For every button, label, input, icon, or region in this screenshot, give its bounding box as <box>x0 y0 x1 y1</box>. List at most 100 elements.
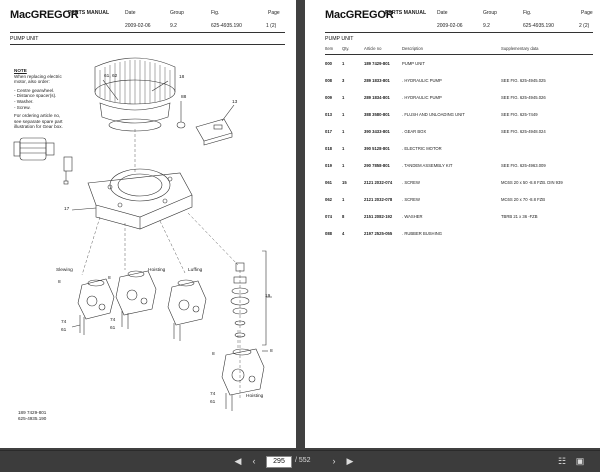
table-header-rule <box>325 54 593 55</box>
quantity: 4 <box>342 231 345 236</box>
callout: 18 <box>179 75 185 80</box>
callout: 8 <box>212 352 215 357</box>
previous-page-button[interactable]: ‹ <box>252 456 256 466</box>
note-line: - Screw. <box>14 104 31 110</box>
zoom-icon[interactable]: ☷ <box>557 456 567 466</box>
description: . ELECTRIC MOTOR <box>402 146 442 151</box>
page-value: 2 (2) <box>579 23 590 29</box>
supplementary-data: MC6S 20 x 50 -8.8 FZB. DIN 939 <box>501 180 563 185</box>
note-line: - Washer. <box>14 98 34 104</box>
callout: 61, 62 <box>104 74 118 79</box>
article-no: 390 3433-801 <box>364 129 390 134</box>
last-page-button[interactable]: ▶︎ <box>346 456 354 466</box>
quantity: 1 <box>342 112 345 117</box>
header-rule <box>10 32 285 33</box>
article-no: 390 5128-801 <box>364 146 390 151</box>
note-line: When replacing electric <box>14 73 62 79</box>
page-number-input[interactable]: 295 <box>266 456 292 468</box>
page-title: PUMP UNIT <box>10 36 39 42</box>
page-value: 1 (2) <box>266 23 277 29</box>
group-label: Group <box>170 10 184 16</box>
note-line: For ordering article no, <box>14 113 61 119</box>
page-label: Page <box>581 10 593 16</box>
article-no: 2121 2032-078 <box>364 197 393 202</box>
callout: 13 <box>232 100 238 105</box>
column-header-qty: Qty. <box>342 46 350 51</box>
page-total: / 552 <box>295 457 311 464</box>
note-line: illustration for Gear box. <box>14 124 63 130</box>
note-line: - Distance spacer(s). <box>14 93 57 99</box>
description: . SCREW <box>402 197 420 202</box>
article-no: 2197 2525-055 <box>364 231 393 236</box>
note-block: NOTE When replacing electric motor, also… <box>14 68 74 130</box>
item-no: 013 <box>325 112 332 117</box>
callout: 61 <box>210 400 216 405</box>
description: . TANDEM ASSEMBLY KIT <box>402 163 453 168</box>
item-no: 062 <box>325 197 332 202</box>
quantity: 1 <box>342 95 345 100</box>
supplementary-data: MC6S 20 x 70 -8.8 FZB <box>501 197 545 202</box>
callout: 8 <box>108 276 111 281</box>
date-label: Date <box>437 10 448 16</box>
fig-label: Fig. <box>523 10 532 16</box>
callout: 8 <box>270 349 273 354</box>
supplementary-data: SEE FIG. 625-4963.009 <box>501 163 546 168</box>
first-page-button[interactable]: ◀︎ <box>234 456 242 466</box>
label-slewing: Slewing <box>56 268 73 273</box>
callout: 8 <box>58 280 61 285</box>
next-page-button[interactable]: › <box>332 456 336 466</box>
right-page: MacGREGOR PARTS MANUAL Date Group Fig. P… <box>305 0 600 448</box>
quantity: 15 <box>342 180 347 185</box>
callout: 88 <box>181 95 187 100</box>
note-heading: NOTE <box>14 68 27 73</box>
header-title: PARTS MANUAL <box>385 10 427 16</box>
description: . GEAR BOX <box>402 129 427 134</box>
item-no: 019 <box>325 163 332 168</box>
callout: 19 <box>265 294 271 299</box>
description: . FLUSH AND UNLOADING UNIT <box>402 112 465 117</box>
fig-value: 625-4935.190 <box>211 23 242 29</box>
callout: 17 <box>64 207 70 212</box>
quantity: 1 <box>342 129 345 134</box>
callout: 74 <box>110 318 116 323</box>
item-no: 018 <box>325 146 332 151</box>
article-no: 189 7429-801 <box>364 61 390 66</box>
callout: 74 <box>61 320 67 325</box>
supplementary-data: SEE FIG. 625-4945.025 <box>501 78 546 83</box>
exploded-view-drawing <box>13 57 272 411</box>
article-no: 388 3580-801 <box>364 112 390 117</box>
fit-page-icon[interactable]: ▣ <box>575 456 585 466</box>
supplementary-data: SEE FIG. 625-4948.024 <box>501 129 546 134</box>
macgregor-logo: MacGREGOR <box>325 9 394 21</box>
page-title: PUMP UNIT <box>325 36 354 42</box>
description: . RUBBER BUSHING <box>402 231 443 236</box>
description: . HYDRAULIC PUMP <box>402 95 442 100</box>
supplementary-data: SEE FIG. 625-7449 <box>501 112 538 117</box>
document-viewer: MacGREGOR PARTS MANUAL Date Group Fig. P… <box>0 0 600 450</box>
group-label: Group <box>483 10 497 16</box>
article-no: 2151 2082-192 <box>364 214 393 219</box>
reference-block: 189 7429-801 625-4935.190 <box>18 410 46 422</box>
callout: 74 <box>210 392 216 397</box>
fig-value: 625-4935.190 <box>523 23 554 29</box>
quantity: 1 <box>342 61 345 66</box>
column-header-supplementary: Supplementary data <box>501 46 539 51</box>
header-title: PARTS MANUAL <box>68 10 110 16</box>
description: . HYDRAULIC PUMP <box>402 78 442 83</box>
callout: 61 <box>110 326 116 331</box>
description: PUMP UNIT <box>402 61 425 66</box>
callout: 61 <box>61 328 67 333</box>
fig-label: Fig. <box>211 10 220 16</box>
page-label: Page <box>268 10 280 16</box>
quantity: 1 <box>342 163 345 168</box>
quantity: 3 <box>342 78 345 83</box>
item-no: 000 <box>325 61 332 66</box>
label-hoisting: Hoisting <box>148 268 166 273</box>
item-no: 074 <box>325 214 332 219</box>
item-no: 017 <box>325 129 332 134</box>
column-header-item: Item <box>325 46 334 51</box>
article-no: 289 1833-801 <box>364 78 390 83</box>
macgregor-logo: MacGREGOR <box>10 9 79 21</box>
article-no: 290 7858-801 <box>364 163 390 168</box>
article-no: 2121 2032-074 <box>364 180 393 185</box>
